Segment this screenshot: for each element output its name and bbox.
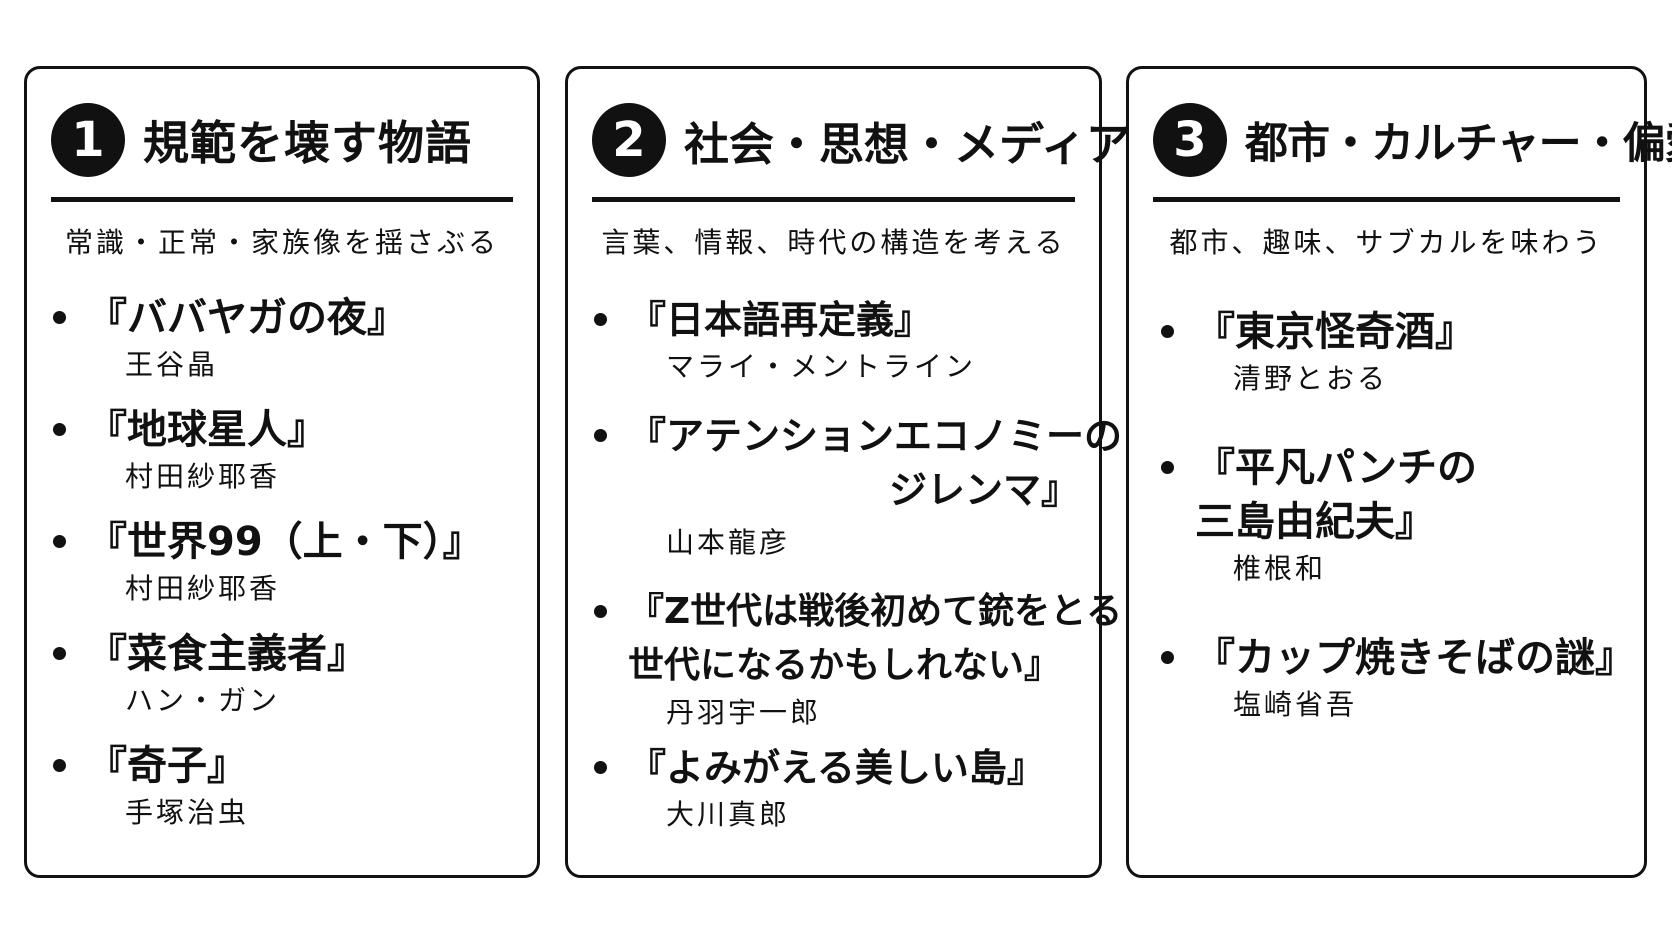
book-author: 塩崎省吾 (1233, 688, 1358, 721)
card-header: 3 都市・カルチャー・偏愛 (1153, 103, 1672, 177)
bullet-icon (594, 429, 607, 442)
book-title: 『奇子』 (53, 739, 527, 793)
book-title: 『カップ焼きそばの謎』 (1161, 631, 1635, 685)
book-author: 手塚治虫 (125, 796, 250, 829)
book-author: 山本龍彦 (666, 526, 791, 559)
book-title: 『よみがえる美しい島』 (594, 741, 1089, 795)
card-header: 2 社会・思想・メディア (592, 103, 1131, 177)
book-author: マライ・メントライン (666, 350, 977, 383)
book-author: 清野とおる (1233, 362, 1389, 395)
book-author: 王谷晶 (125, 348, 219, 381)
book-author: 大川真郎 (666, 798, 791, 831)
book-author: ハン・ガン (125, 684, 281, 717)
card-title: 都市・カルチャー・偏愛 (1245, 119, 1672, 169)
book-author: 村田紗耶香 (125, 572, 281, 605)
bullet-icon (594, 761, 607, 774)
bullet-icon (53, 535, 66, 548)
category-card-culture: 3 都市・カルチャー・偏愛 都市、趣味、サブカルを味わう 『東京怪奇酒』 清野と… (1126, 66, 1672, 878)
book-author: 村田紗耶香 (125, 460, 281, 493)
category-card-norms: 1 規範を壊す物語 常識・正常・家族像を揺さぶる 『ババヤガの夜』 王谷晶 『地… (24, 66, 540, 878)
bullet-icon (53, 423, 66, 436)
card-subtitle: 都市、趣味、サブカルを味わう (1169, 226, 1604, 259)
number-badge: 3 (1153, 103, 1227, 177)
bullet-icon (1161, 325, 1174, 338)
card-title: 社会・思想・メディア (684, 117, 1131, 171)
book-item: 『カップ焼きそばの謎』 塩崎省吾 (1161, 631, 1635, 725)
bullet-icon (594, 605, 607, 618)
header-divider (1153, 197, 1620, 202)
book-title: 『東京怪奇酒』 (1161, 305, 1634, 359)
book-title: 『平凡パンチの 三島由紀夫』 (1161, 441, 1634, 549)
book-author: 椎根和 (1233, 552, 1327, 585)
bullet-icon (594, 313, 607, 326)
book-item: 『奇子』 手塚治虫 (53, 739, 527, 833)
book-title: 『地球星人』 (53, 403, 527, 457)
book-item: 『地球星人』 村田紗耶香 (53, 403, 527, 497)
book-item: 『平凡パンチの 三島由紀夫』 椎根和 (1161, 441, 1634, 589)
bullet-icon (53, 311, 66, 324)
category-card-society: 2 社会・思想・メディア 言葉、情報、時代の構造を考える 『日本語再定義』 マラ… (565, 66, 1131, 878)
book-title: 『アテンションエコノミーの ジレンマ』 (594, 409, 1122, 517)
card-title: 規範を壊す物語 (143, 116, 472, 170)
number-badge: 2 (592, 103, 666, 177)
card-subtitle: 言葉、情報、時代の構造を考える (601, 226, 1066, 259)
header-divider (51, 197, 513, 202)
book-title: 『ババヤガの夜』 (53, 291, 527, 345)
book-item: 『東京怪奇酒』 清野とおる (1161, 305, 1634, 399)
number-badge: 1 (51, 103, 125, 177)
book-title: 『日本語再定義』 (594, 293, 1089, 347)
header-divider (592, 197, 1075, 202)
book-item: 『日本語再定義』 マライ・メントライン (594, 293, 1089, 387)
book-item: 『Z世代は戦後初めて銃をとる 世代になるかもしれない』 丹羽宇一郎 (594, 585, 1122, 733)
book-author: 丹羽宇一郎 (666, 696, 822, 729)
book-item: 『菜食主義者』 ハン・ガン (53, 627, 527, 721)
book-item: 『よみがえる美しい島』 大川真郎 (594, 741, 1089, 835)
book-title: 『Z世代は戦後初めて銃をとる 世代になるかもしれない』 (594, 585, 1122, 693)
bullet-icon (53, 759, 66, 772)
book-item: 『ババヤガの夜』 王谷晶 (53, 291, 527, 385)
book-item: 『世界99（上・下）』 村田紗耶香 (53, 515, 527, 609)
bullet-icon (53, 647, 66, 660)
book-title: 『菜食主義者』 (53, 627, 527, 681)
card-header: 1 規範を壊す物語 (51, 103, 472, 177)
card-subtitle: 常識・正常・家族像を揺さぶる (64, 226, 499, 259)
bullet-icon (1161, 651, 1174, 664)
book-title: 『世界99（上・下）』 (53, 515, 527, 569)
bullet-icon (1161, 461, 1174, 474)
book-item: 『アテンションエコノミーの ジレンマ』 山本龍彦 (594, 409, 1122, 563)
